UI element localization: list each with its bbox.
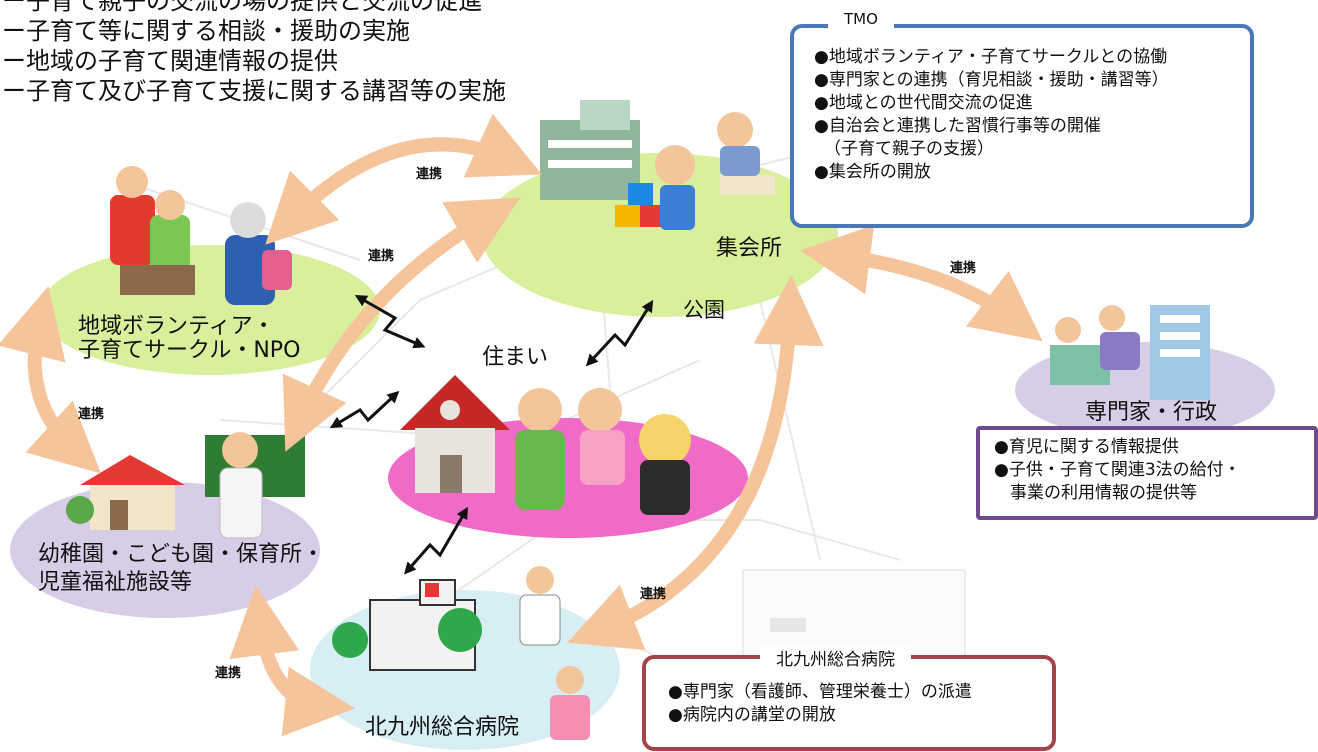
hospital-illustration [332,566,590,740]
hall-label: 集会所 [716,236,783,261]
arrow-volunteer-kinder [0,286,101,474]
kinder-illustration [66,432,305,539]
expert-label: 専門家・行政 [1085,400,1218,425]
intro-line-4: ー子育て及び子育て支援に関する講習等の実施 [2,77,506,105]
hospital-item-1: ●専門家（看護師、管理栄養士）の派遣 [668,682,972,702]
volunteer-people-illustration [110,166,292,305]
hospital-label: 北九州総合病院 [365,715,520,740]
arrow-volunteer-hall [265,113,542,245]
gov-item-2: ●子供・子育て関連3法の給付・ [994,460,1241,480]
tmo-item-2: ●専門家との連携（育児相談・援助・講習等） [814,70,1169,90]
hospital-item-2: ●病院内の講堂の開放 [668,705,836,725]
park-label: 公園 [683,298,725,322]
expert-illustration [1050,305,1210,400]
home-label: 住まい [482,345,549,370]
relation-label-kinder-hall: 連携 [368,249,395,264]
relation-label-volunteer-kinder: 連携 [78,407,105,422]
relation-label-kinder-hospital: 連携 [215,666,242,681]
relation-label-hospital-hall: 連携 [640,587,667,602]
intro-line-3: ー地域の子育て関連情報の提供 [2,47,338,75]
intro-line-1: ー子育て親子の交流の場の提供と交流の促進 [2,0,482,15]
volunteer-label-line-2: 子育てサークル・NPO [78,338,301,363]
kinder-label-line-2: 児童福祉施設等 [38,570,193,595]
intro-line-2: ー子育て等に関する相談・援助の実施 [2,17,410,45]
gov-box: ●育児に関する情報提供 ●子供・子育て関連3法の給付・ 事業の利用情報の提供等 [976,426,1318,520]
tmo-box: ●地域ボランティア・子育てサークルとの協働 ●専門家との連携（育児相談・援助・講… [790,24,1254,228]
arrow-home-park [585,299,654,367]
relation-label-volunteer-hall: 連携 [416,167,443,182]
arrow-home-volunteer [354,295,426,349]
arrow-home-kinder [329,390,400,429]
gov-item-1: ●育児に関する情報提供 [994,437,1179,457]
arrow-kinder-hospital [229,585,355,737]
kinder-label-line-1: 幼稚園・こども園・保育所・ [38,542,325,567]
volunteer-label-line-1: 地域ボランティア・ [78,314,275,339]
hospital-box-title: 北九州総合病院 [760,645,911,670]
hall-building-illustration [540,100,775,230]
arrow-hall-expert [800,224,1043,342]
tmo-item-4: ●自治会と連携した習慣行事等の開催 [814,116,1101,136]
tmo-title: TMO [828,10,894,28]
tmo-item-6: ●集会所の開放 [814,162,931,182]
arrow-hospital-hall [567,275,824,650]
arrow-home-hospital [404,506,469,575]
tmo-item-1: ●地域ボランティア・子育てサークルとの協働 [814,47,1168,67]
tmo-item-3: ●地域との世代間交流の促進 [814,93,1033,113]
gov-item-3: 事業の利用情報の提供等 [1010,483,1197,503]
relation-label-hall-expert: 連携 [950,261,977,276]
tmo-item-5: （子育て親子の支援） [824,139,994,159]
